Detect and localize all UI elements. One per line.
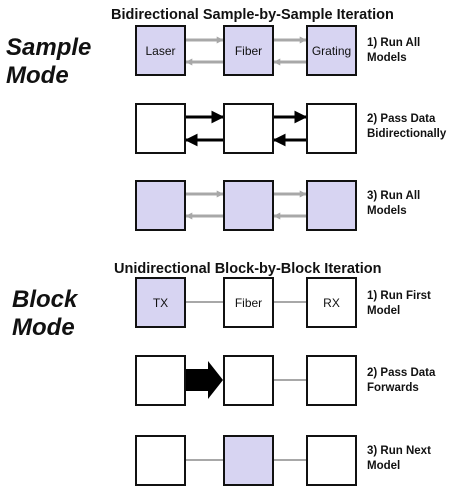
step-label: 3) Run All Models bbox=[367, 189, 461, 219]
rx-model-box: RX bbox=[306, 277, 357, 328]
block-row2-connectors bbox=[186, 361, 306, 399]
sample-mode-label-line1: Sample bbox=[6, 34, 92, 61]
block-mode-label-line2: Mode bbox=[12, 314, 75, 341]
model-box bbox=[135, 435, 186, 486]
fiber-model-box: Fiber bbox=[223, 277, 274, 328]
tx-model-box: TX bbox=[135, 277, 186, 328]
sample-mode-label: Sample Mode bbox=[6, 34, 106, 90]
step-label-line1: 1) Run All bbox=[367, 37, 421, 49]
step-label-line2: Models bbox=[367, 205, 407, 217]
block-section-heading: Unidirectional Block-by-Block Iteration bbox=[114, 261, 382, 277]
sample-row2-connectors bbox=[184, 110, 308, 147]
block-forward-arrow bbox=[186, 361, 223, 399]
model-box bbox=[223, 435, 274, 486]
step-label: 2) Pass Data Bidirectionally bbox=[367, 112, 461, 142]
model-box bbox=[306, 103, 357, 154]
step-label: 1) Run All Models bbox=[367, 36, 461, 66]
model-box bbox=[223, 180, 274, 231]
model-box bbox=[135, 180, 186, 231]
sample-row1-connectors bbox=[185, 36, 307, 66]
step-label: 1) Run First Model bbox=[367, 289, 461, 319]
sample-mode-label-line2: Mode bbox=[6, 62, 69, 89]
step-label-line2: Forwards bbox=[367, 382, 419, 394]
step-label-line2: Model bbox=[367, 460, 401, 472]
step-label-line1: 1) Run First bbox=[367, 290, 431, 302]
model-box bbox=[135, 355, 186, 406]
model-box bbox=[306, 435, 357, 486]
step-label: 3) Run Next Model bbox=[367, 444, 461, 474]
model-box bbox=[135, 103, 186, 154]
block-mode-label-line1: Block bbox=[12, 286, 78, 313]
step-label-line2: Bidirectionally bbox=[367, 128, 447, 140]
model-box bbox=[306, 180, 357, 231]
sample-section-heading: Bidirectional Sample-by-Sample Iteration bbox=[111, 7, 394, 23]
model-box bbox=[223, 355, 274, 406]
step-label: 2) Pass Data Forwards bbox=[367, 366, 461, 396]
laser-model-box: Laser bbox=[135, 25, 186, 76]
step-label-line1: 2) Pass Data bbox=[367, 113, 436, 125]
step-label-line1: 2) Pass Data bbox=[367, 367, 436, 379]
step-label-line1: 3) Run All bbox=[367, 190, 421, 202]
block-mode-label: Block Mode bbox=[12, 286, 112, 342]
step-label-line1: 3) Run Next bbox=[367, 445, 431, 457]
model-box bbox=[306, 355, 357, 406]
fiber-model-box: Fiber bbox=[223, 25, 274, 76]
model-box bbox=[223, 103, 274, 154]
sample-row3-connectors bbox=[185, 190, 307, 220]
grating-model-box: Grating bbox=[306, 25, 357, 76]
step-label-line2: Models bbox=[367, 52, 407, 64]
step-label-line2: Model bbox=[367, 305, 401, 317]
